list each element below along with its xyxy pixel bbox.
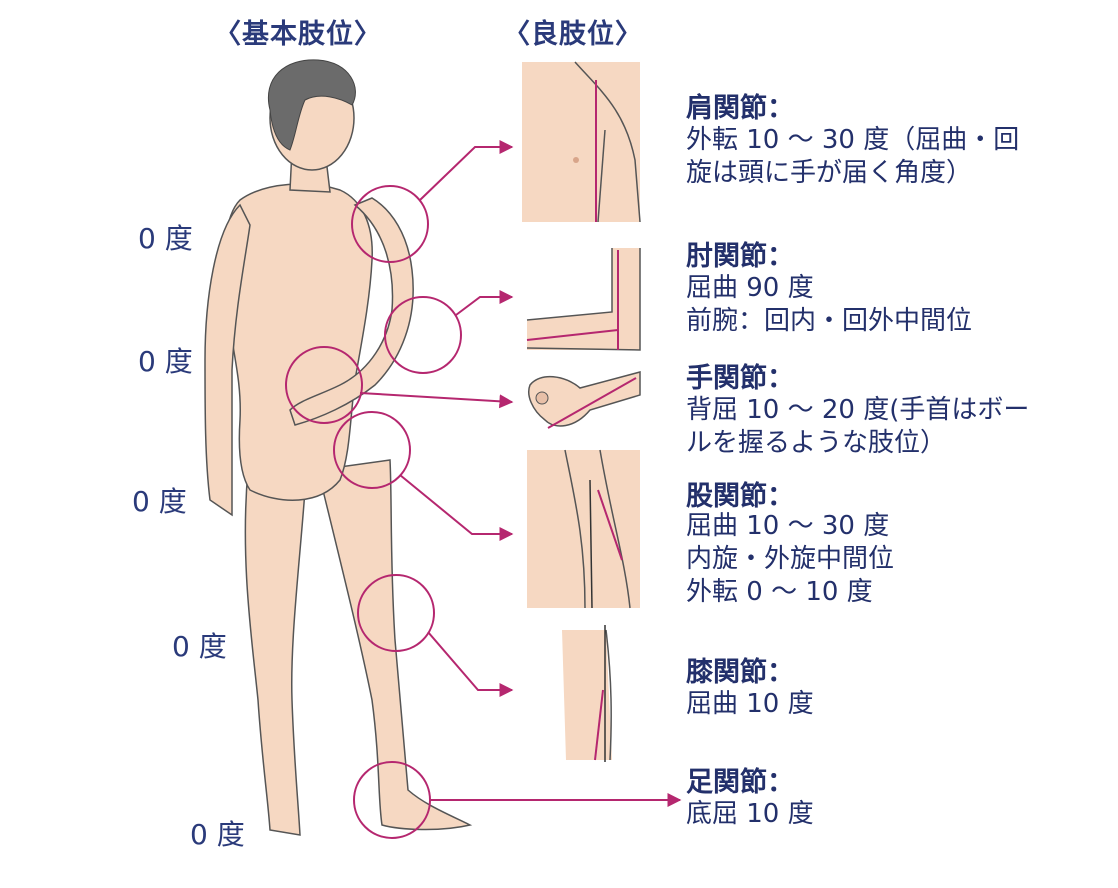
degree-label-shoulder: 0 度 <box>138 222 193 255</box>
wrist-title: 手関節： <box>686 363 794 394</box>
degree-label-hip: 0 度 <box>132 485 187 518</box>
knee-circle <box>357 574 435 652</box>
degree-label-ankle: 0 度 <box>190 818 245 851</box>
basic-position-heading: 〈基本肢位〉 <box>214 19 382 50</box>
elbow-connector <box>455 290 514 316</box>
wrist-line: 背屈 10 〜 20 度(手首はボー <box>686 395 1030 425</box>
ankle-description: 底屈 10 度 <box>686 798 814 831</box>
elbow-description: 屈曲 90 度 前腕：回内・回外中間位 <box>686 272 972 338</box>
elbow-line: 前腕：回内・回外中間位 <box>686 306 973 336</box>
elbow-line: 屈曲 90 度 <box>686 273 814 303</box>
degree-label-elbow: 0 度 <box>138 345 193 378</box>
shoulder-title: 肩関節： <box>686 93 794 124</box>
shoulder-connector <box>419 140 514 201</box>
wrist-circle <box>285 346 363 424</box>
knee-description: 屈曲 10 度 <box>686 688 814 721</box>
hip-description: 屈曲 10 〜 30 度 内旋・外旋中間位 外転 0 〜 10 度 <box>686 510 894 609</box>
wrist-connector <box>359 392 514 409</box>
hip-good-position-image <box>527 449 640 609</box>
good-position-heading: 〈良肢位〉 <box>503 19 643 50</box>
ankle-title: 足関節： <box>686 767 794 798</box>
hip-line: 屈曲 10 〜 30 度 <box>686 511 890 541</box>
knee-title: 膝関節： <box>686 657 794 688</box>
elbow-good-position-image <box>526 248 641 351</box>
hip-line: 外転 0 〜 10 度 <box>686 577 873 607</box>
shoulder-line: 外転 10 〜 30 度（屈曲・回 <box>686 125 1020 155</box>
standing-figure <box>204 65 473 836</box>
hip-line: 内旋・外旋中間位 <box>686 544 895 574</box>
shoulder-description: 外転 10 〜 30 度（屈曲・回 旋は頭に手が届く角度） <box>686 124 1019 190</box>
ankle-line: 底屈 10 度 <box>686 799 814 829</box>
hip-circle <box>333 411 411 489</box>
hair <box>268 59 356 151</box>
hip-connector <box>399 474 514 541</box>
knee-connector <box>427 631 514 697</box>
degree-label-knee: 0 度 <box>172 630 227 663</box>
wrist-good-position-image <box>528 371 641 429</box>
shoulder-circle <box>351 185 429 263</box>
wrist-description: 背屈 10 〜 20 度(手首はボー ルを握るような肢位） <box>686 394 1029 460</box>
shoulder-good-position-image <box>522 61 641 223</box>
shoulder-line: 旋は頭に手が届く角度） <box>686 158 973 188</box>
wrist-line: ルを握るような肢位） <box>686 428 947 458</box>
knee-good-position-image <box>562 625 612 762</box>
knee-line: 屈曲 10 度 <box>686 689 814 719</box>
elbow-circle <box>384 296 462 374</box>
elbow-title: 肘関節： <box>686 241 794 272</box>
hip-title: 股関節： <box>686 481 794 512</box>
